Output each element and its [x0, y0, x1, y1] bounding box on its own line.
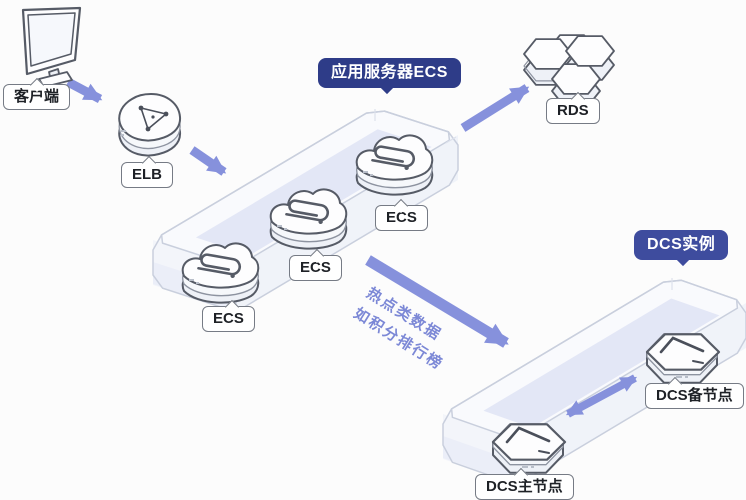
arrow-elb-to-ecs: [189, 146, 227, 176]
ecs-server-icon: [176, 232, 264, 310]
ecs-label: ECS: [386, 209, 417, 226]
arrow-ecs-to-dcs: [365, 255, 509, 348]
network-triangle-glyph: [138, 105, 169, 132]
elb-label: ELB: [132, 166, 162, 183]
elb-label-bubble: ELB: [121, 155, 173, 189]
dcs-master-label-bubble: DCS主节点: [475, 467, 574, 500]
client-label-bubble: 客户端: [3, 77, 71, 111]
dcs-platform-band: [483, 298, 720, 428]
dcs-master-label: DCS主节点: [486, 478, 563, 495]
app-server-ecs-badge-label: 应用服务器ECS: [331, 64, 448, 81]
arrow-dcs-sync: [565, 374, 638, 418]
ecs-label-bubble: ECS: [202, 299, 255, 333]
ecs-server-icon: [264, 178, 352, 256]
rds-label-bubble: RDS: [546, 91, 600, 125]
client-label: 客户端: [14, 88, 60, 105]
ecs-label: ECS: [300, 259, 331, 276]
arrow-client-to-elb: [65, 78, 103, 103]
dcs-standby-label-bubble: DCS备节点: [645, 376, 744, 410]
dcs-standby-label: DCS备节点: [656, 387, 733, 404]
arrow-ecs-to-rds: [460, 84, 530, 132]
client-monitor-icon: [21, 6, 82, 88]
ecs-label-bubble: ECS: [375, 198, 428, 232]
app-server-ecs-badge: 应用服务器ECS: [318, 58, 461, 95]
elb-load-balancer-icon: [118, 93, 182, 157]
rds-label: RDS: [557, 102, 589, 119]
dcs-instance-badge-label: DCS实例: [647, 236, 716, 253]
rds-database-icon: [523, 34, 615, 107]
ecs-label: ECS: [213, 310, 244, 327]
ecs-server-icon: [350, 124, 438, 202]
ecs-label-bubble: ECS: [289, 248, 342, 282]
dcs-instance-badge: DCS实例: [634, 230, 729, 267]
